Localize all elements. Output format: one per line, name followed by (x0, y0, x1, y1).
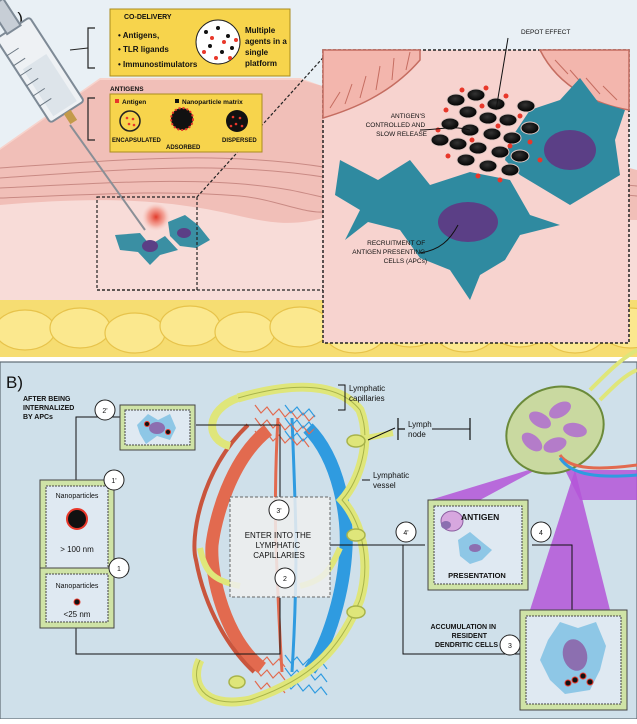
matrix-legend-label: Nanoparticle matrix (182, 99, 243, 106)
release-label: ANTIGEN'S CONTROLLED AND SLOW RELEASE (366, 113, 428, 138)
release-pointer (419, 127, 471, 131)
box-internalized: AFTER BEING INTERNALIZED BY APCs 2' (23, 396, 196, 451)
panel-b-label: B) (6, 373, 23, 392)
dispersed-label: DISPERSED (222, 138, 257, 144)
injection-site (142, 203, 170, 231)
apc-nucleus-1 (438, 202, 498, 242)
after-internalized-label: AFTER BEING INTERNALIZED BY APCs (23, 396, 76, 421)
zoom-panel: DEPOT EFFECT ANTIGEN'S CONTROLLED AND SL… (322, 29, 630, 344)
dispersed-icon (226, 110, 248, 132)
step-2p-badge: 2' (102, 408, 107, 415)
np-large-title: Nanoparticles (56, 493, 99, 500)
panel-a: A) (0, 0, 637, 357)
depot-pointer (495, 37, 509, 111)
step-1-badge: 1 (117, 566, 121, 573)
adsorbed-label: ADSORBED (166, 145, 201, 151)
antigens-title: ANTIGENS (110, 86, 144, 93)
lymph-node (430, 348, 637, 610)
np-small-title: Nanoparticles (56, 583, 99, 590)
adsorbed-icon (170, 107, 194, 131)
syringe (0, 0, 146, 231)
small-nanoparticle-icon (73, 598, 81, 606)
step-4-badge: 4 (539, 530, 543, 537)
presentation-label: PRESENTATION (448, 571, 506, 580)
small-apc-cells (115, 215, 210, 265)
step-3-badge: 3 (508, 643, 512, 650)
artery-outer (205, 424, 273, 674)
encapsulated-icon (119, 110, 141, 132)
zoom-line-top (196, 49, 331, 198)
codelivery-title: CO-DELIVERY (124, 14, 172, 21)
recruitment-label: RECRUITMENT OF ANTIGEN PRESENTING CELLS … (352, 240, 427, 265)
antigen-label: ANTIGEN (461, 512, 499, 522)
lymphatic-vessel-label: Lymphatic vessel (373, 471, 411, 490)
encapsulated-label: ENCAPSULATED (112, 138, 162, 144)
artery-edge (192, 423, 256, 674)
enter-lymphatic-label: ENTER INTO THE LYMPHATIC CAPILLARIES (245, 531, 314, 560)
matrix-legend-swatch (175, 99, 179, 103)
lymph-node-label: Lymph node (408, 420, 434, 439)
nanoparticle-cluster (430, 85, 543, 183)
antigen-legend-swatch (115, 99, 119, 103)
box-enter-lymphatic: 3' ENTER INTO THE LYMPHATIC CAPILLARIES … (229, 496, 331, 598)
box-large-nanoparticles: Nanoparticles > 100 nm 1' (39, 469, 125, 581)
codelivery-item-3: • Immunostimulators (118, 60, 198, 69)
codelivery-item-2: • TLR ligands (118, 45, 169, 54)
step-3p-badge: 3' (276, 508, 281, 515)
platform-text: Multiple agents in a single platform (245, 26, 289, 68)
recruitment-pointer (419, 224, 459, 254)
vein-outer (303, 423, 353, 674)
box-resident-dendritic (519, 609, 628, 711)
panel-b: B) (0, 348, 637, 720)
apc-nucleus-2 (544, 130, 596, 170)
antigen-legend-label: Antigen (122, 99, 146, 106)
large-nanoparticle-icon (66, 508, 88, 530)
lymph-labels: Lymphatic capillaries Lymph node Lymphat… (338, 384, 471, 490)
step-2-badge: 2 (283, 576, 287, 583)
step-1p-badge: 1' (111, 478, 116, 485)
codelivery-box: CO-DELIVERY • Antigens, • TLR ligands • … (69, 8, 291, 77)
np-small-size: <25 nm (64, 610, 91, 619)
depot-effect-label: DEPOT EFFECT (521, 29, 570, 36)
codelivery-item-1: • Antigens, (118, 31, 159, 40)
box-small-nanoparticles: Nanoparticles <25 nm 1 (39, 557, 130, 629)
needle (69, 124, 146, 231)
accumulation-label: ACCUMULATION IN RESIDENT DENDRITIC CELLS (430, 624, 498, 649)
box-antigen-presentation: ANTIGEN PRESENTATION (427, 499, 529, 591)
lymphatic-capillaries-label: Lymphatic capillaries (349, 384, 387, 403)
step-4p-badge: 4' (403, 530, 408, 537)
antigens-box: ANTIGENS Antigen Nanoparticle matrix ENC… (87, 86, 263, 153)
np-large-size: > 100 nm (60, 545, 94, 554)
